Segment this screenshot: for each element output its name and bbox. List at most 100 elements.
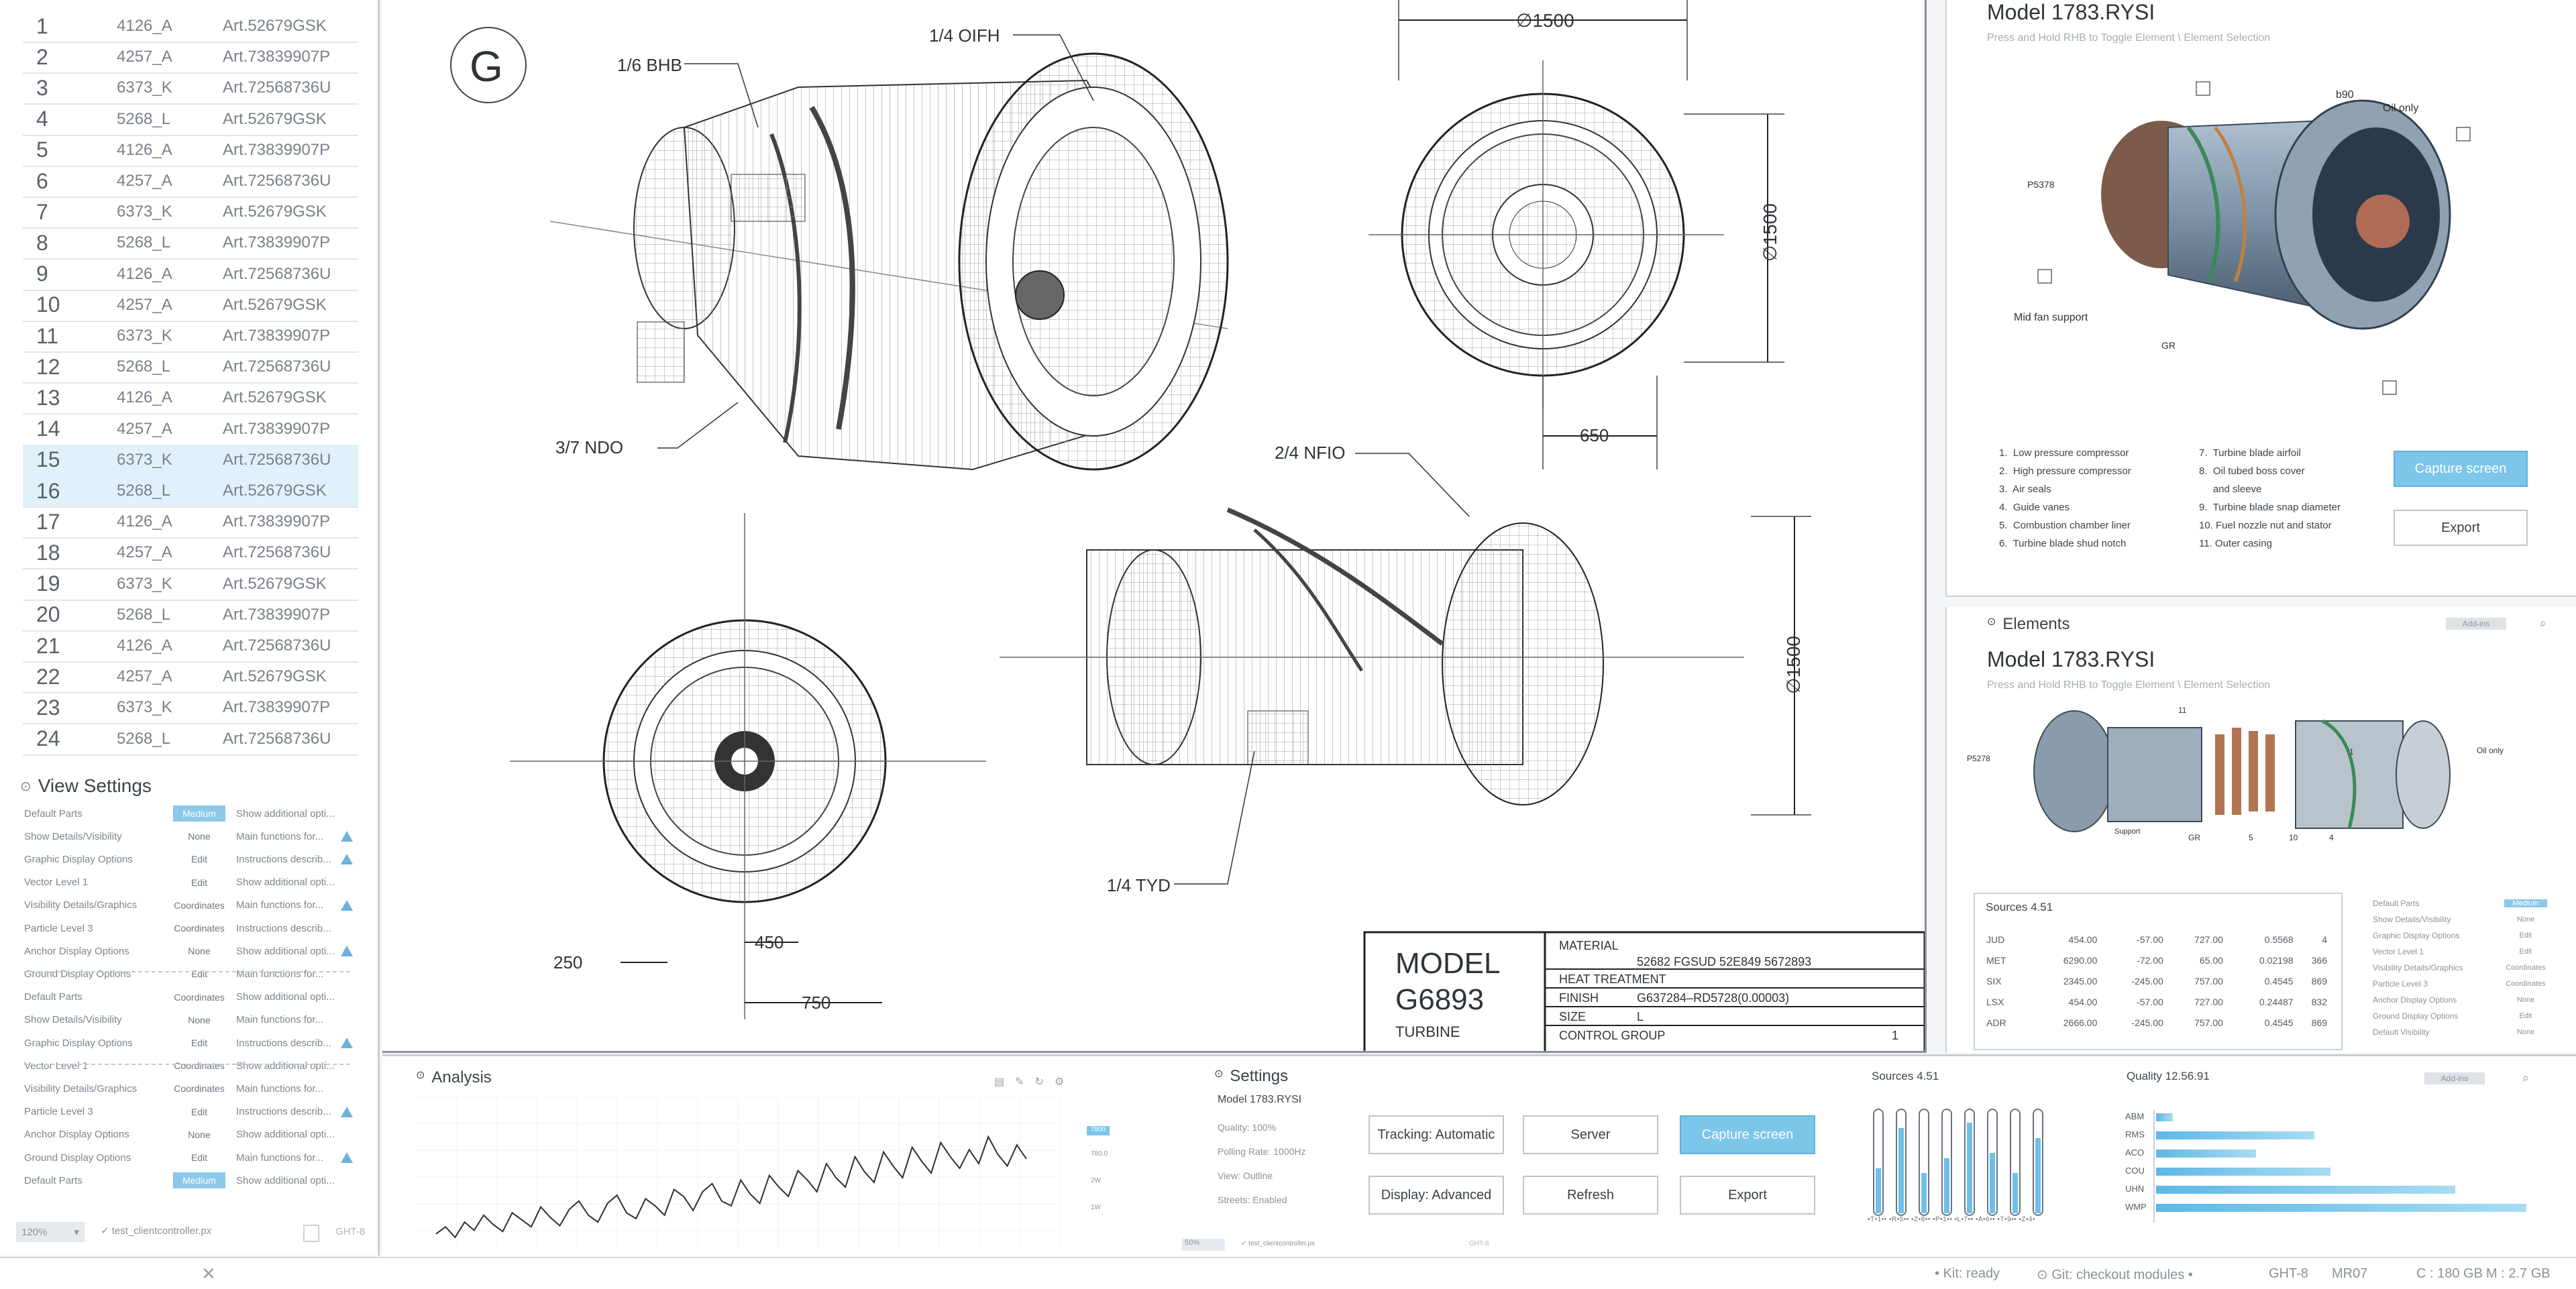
property-value[interactable]: Medium bbox=[2504, 899, 2547, 907]
bar-track[interactable] bbox=[1873, 1109, 1884, 1216]
copy-icon[interactable]: ▤ bbox=[994, 1076, 1005, 1088]
bar-track[interactable] bbox=[2010, 1109, 2021, 1216]
property-value[interactable]: None bbox=[2516, 915, 2535, 923]
setting-value[interactable]: Coordinates bbox=[174, 1060, 225, 1072]
setting-value[interactable]: Edit bbox=[191, 854, 208, 865]
bar-track[interactable] bbox=[1896, 1109, 1907, 1216]
bar[interactable] bbox=[2156, 1168, 2331, 1176]
setting-value[interactable]: Coordinates bbox=[174, 899, 225, 911]
view-settings-header[interactable]: ⊙ View Settings bbox=[20, 775, 152, 797]
quality-bar-chart[interactable]: ABMABMRMSRMSACOACOCOUCOUUHNUHNWMPWMP bbox=[2125, 1111, 2576, 1225]
setting-value[interactable]: None bbox=[188, 1014, 211, 1025]
engine-3d-render[interactable]: b90 Oil only P5378 Mid fan support GR bbox=[1947, 54, 2576, 429]
setting-value[interactable]: Coordinates bbox=[174, 1083, 225, 1095]
bar[interactable] bbox=[2156, 1186, 2456, 1194]
search-icon[interactable]: ⌕ bbox=[2522, 1071, 2530, 1084]
property-value[interactable]: Edit bbox=[2519, 932, 2532, 940]
capture-screen-button[interactable]: Capture screen bbox=[1680, 1115, 1815, 1154]
bar-track[interactable] bbox=[1987, 1109, 1998, 1216]
file-indicator[interactable]: ✓ test_clientcontroller.px bbox=[101, 1225, 211, 1237]
settings-header[interactable]: ⊙ Settings bbox=[1214, 1067, 1288, 1086]
zoom-select[interactable]: 120% ▾ bbox=[16, 1222, 85, 1242]
bar[interactable] bbox=[2156, 1131, 2314, 1139]
property-value[interactable]: None bbox=[2516, 996, 2535, 1004]
capture-screen-button[interactable]: Capture screen bbox=[2394, 451, 2528, 487]
setting-value[interactable]: Medium bbox=[173, 805, 225, 822]
property-value[interactable]: Edit bbox=[2519, 948, 2532, 956]
refresh-button[interactable]: Refresh bbox=[1523, 1176, 1658, 1215]
bar[interactable] bbox=[2156, 1150, 2256, 1158]
setting-value[interactable]: Coordinates bbox=[174, 923, 225, 934]
setting-value[interactable]: None bbox=[188, 1129, 211, 1140]
bar-track[interactable] bbox=[2033, 1109, 2043, 1216]
file-indicator[interactable]: ✓ test_clientcontroller.px bbox=[1241, 1240, 1316, 1247]
bar-track[interactable] bbox=[1964, 1109, 1975, 1216]
property-value[interactable]: None bbox=[2516, 1028, 2535, 1036]
server-button[interactable]: Server bbox=[1523, 1115, 1658, 1154]
elements-header[interactable]: ⊙ Elements bbox=[1987, 615, 2070, 634]
analysis-chart[interactable] bbox=[416, 1097, 1087, 1251]
zoom-select[interactable]: 50% bbox=[1182, 1239, 1225, 1251]
bar[interactable] bbox=[2156, 1113, 2173, 1121]
export-button[interactable]: Export bbox=[2394, 510, 2528, 546]
gear-icon[interactable]: ⚙ bbox=[1054, 1076, 1065, 1088]
setting-value[interactable]: Edit bbox=[191, 1038, 208, 1048]
setting-value[interactable]: Edit bbox=[191, 1106, 208, 1117]
copy-icon[interactable] bbox=[303, 1225, 319, 1242]
setting-value[interactable]: Edit bbox=[191, 877, 208, 888]
sources-bar-chart[interactable] bbox=[1873, 1109, 2074, 1216]
refresh-icon[interactable]: ↻ bbox=[1034, 1076, 1044, 1088]
git-status[interactable]: ⊙ Git: checkout modules • bbox=[2037, 1266, 2193, 1283]
exploded-engine-render[interactable]: P5278 Oil only 11 1 GR 5 10 4 Support bbox=[1947, 694, 2576, 855]
setting-value[interactable]: Edit bbox=[191, 1152, 208, 1163]
tracking-button[interactable]: Tracking: Automatic bbox=[1368, 1115, 1504, 1154]
bar-track[interactable] bbox=[1919, 1109, 1929, 1216]
export-button[interactable]: Export bbox=[1680, 1176, 1815, 1215]
close-icon[interactable]: ✕ bbox=[201, 1264, 216, 1284]
analysis-header[interactable]: ⊙ Analysis bbox=[416, 1068, 492, 1087]
add-ins-button[interactable]: Add-ins bbox=[2424, 1072, 2485, 1084]
technical-drawing[interactable]: G 1/6 BHB 1/4 OIFH 3/7 NDO 2/4 NFIO 1/4 … bbox=[382, 0, 1927, 1053]
setting-value[interactable]: None bbox=[188, 831, 211, 842]
add-ins-button[interactable]: Add-ins bbox=[2446, 618, 2506, 630]
bar-track[interactable] bbox=[1941, 1109, 1952, 1216]
